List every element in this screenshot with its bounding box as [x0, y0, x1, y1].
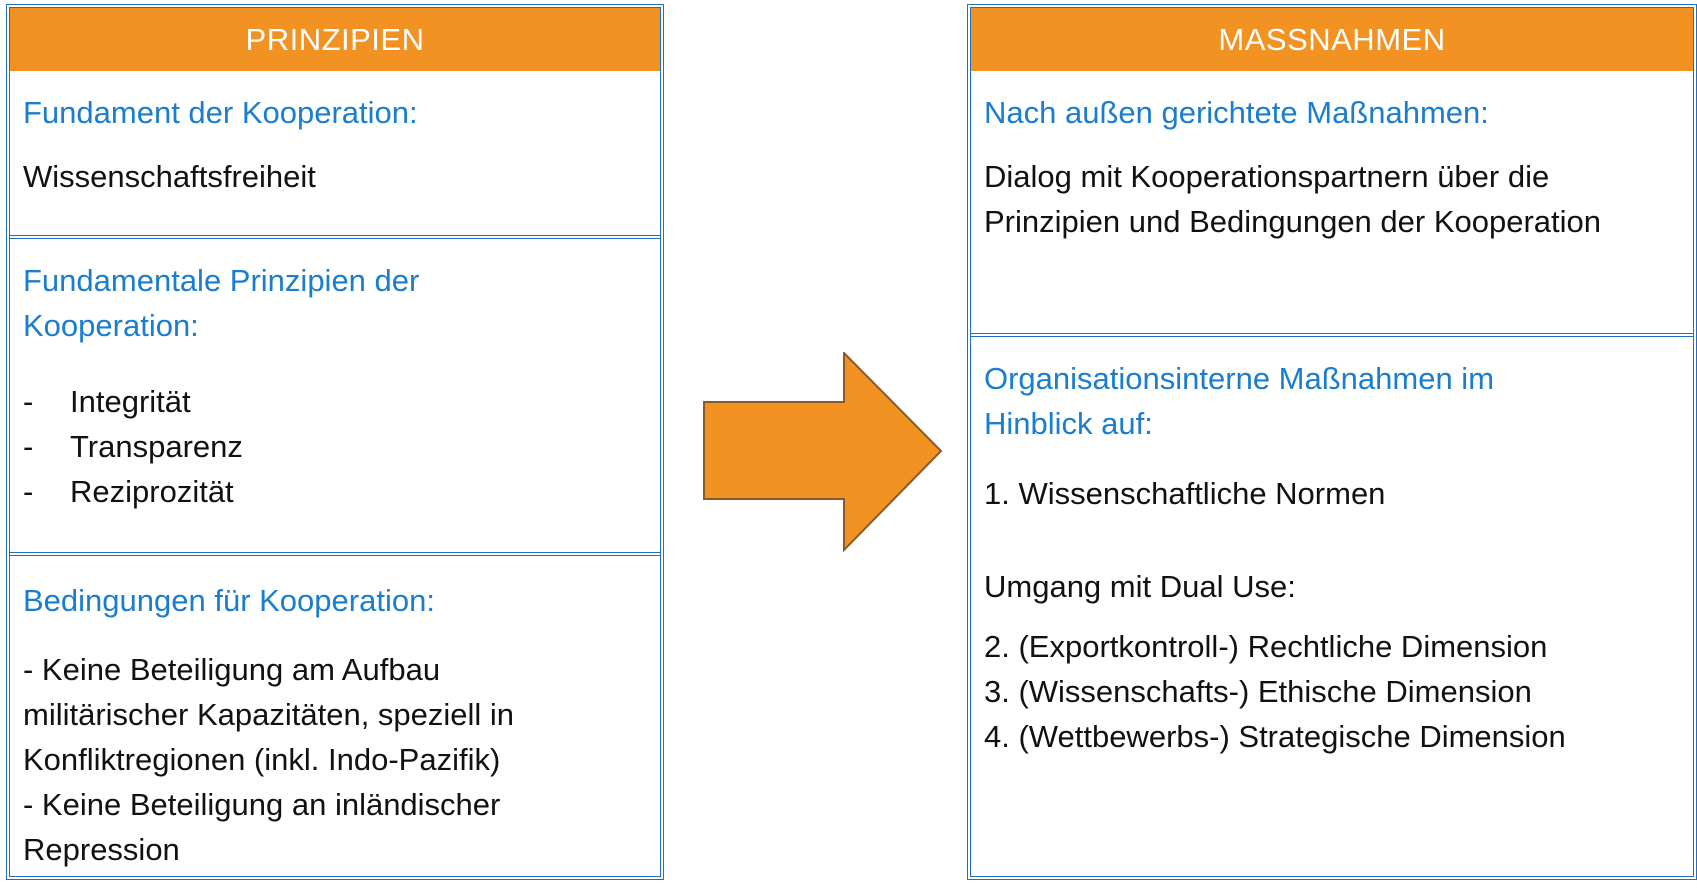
list-item: 4. (Wettbewerbs-) Strategische Dimension: [984, 719, 1566, 754]
foundation-body-line: Wissenschaftsfreiheit: [23, 159, 316, 194]
conditions-line-1: - Keine Beteiligung am Aufbau: [23, 652, 441, 687]
external-measures-title-line: Nach außen gerichtete Maßnahmen:: [984, 95, 1489, 130]
foundation-body: Wissenschaftsfreiheit: [23, 154, 316, 199]
dual-use-list: 2. (Exportkontroll-) Rechtliche Dimensio…: [984, 624, 1566, 759]
fundamental-principles-title-line-2: Kooperation:: [23, 308, 199, 343]
bullet-text: Reziprozität: [70, 474, 234, 509]
external-measures-line-1: Dialog mit Kooperationspartnern über die: [984, 159, 1550, 194]
internal-measures-title: Organisationsinterne Maßnahmen im Hinbli…: [984, 356, 1494, 446]
conditions-title: Bedingungen für Kooperation:: [23, 578, 435, 623]
bullet-dash: -: [23, 474, 34, 509]
foundation-title: Fundament der Kooperation:: [23, 90, 418, 135]
dual-use-subheading: Umgang mit Dual Use:: [984, 564, 1296, 609]
measures-panel: MASSNAHMEN Nach außen gerichtete Maßnahm…: [967, 4, 1697, 880]
section-divider: [971, 333, 1693, 337]
list-item: 3. (Wissenschafts-) Ethische Dimension: [984, 674, 1532, 709]
principles-list: - Integrität - Transparenz - Reziprozitä…: [23, 379, 243, 514]
external-measures-body: Dialog mit Kooperationspartnern über die…: [984, 154, 1601, 244]
internal-measures-title-line-1: Organisationsinterne Maßnahmen im: [984, 361, 1495, 396]
measures-header: MASSNAHMEN: [971, 8, 1693, 71]
list-item: - Transparenz: [23, 424, 243, 469]
bullet-dash: -: [23, 429, 34, 464]
list-item: 2. (Exportkontroll-) Rechtliche Dimensio…: [984, 629, 1548, 664]
fundamental-principles-title: Fundamentale Prinzipien der Kooperation:: [23, 258, 419, 348]
section-divider: [10, 552, 660, 556]
conditions-line-4: - Keine Beteiligung an inländischer: [23, 787, 501, 822]
principles-panel: PRINZIPIEN Fundament der Kooperation: Wi…: [6, 4, 664, 880]
foundation-title-line: Fundament der Kooperation:: [23, 95, 418, 130]
list-item: - Reziprozität: [23, 469, 243, 514]
conditions-line-5: Repression: [23, 832, 180, 867]
arrow-shape: [703, 352, 943, 552]
section-divider: [10, 235, 660, 239]
list-item: 1. Wissenschaftliche Normen: [984, 476, 1386, 511]
external-measures-line-2: Prinzipien und Bedingungen der Kooperati…: [984, 204, 1602, 239]
external-measures-title: Nach außen gerichtete Maßnahmen:: [984, 90, 1489, 135]
principles-header: PRINZIPIEN: [10, 8, 660, 71]
fundamental-principles-title-line-1: Fundamentale Prinzipien der: [23, 263, 420, 298]
conditions-line-2: militärischer Kapazitäten, speziell in: [23, 697, 515, 732]
list-item: - Integrität: [23, 379, 243, 424]
conditions-body: - Keine Beteiligung am Aufbau militärisc…: [23, 647, 514, 872]
internal-measures-title-line-2: Hinblick auf:: [984, 406, 1153, 441]
scientific-norms-item: 1. Wissenschaftliche Normen: [984, 471, 1385, 516]
right-arrow-icon: [703, 352, 943, 552]
dual-use-subheading-text: Umgang mit Dual Use:: [984, 569, 1296, 604]
conditions-title-line: Bedingungen für Kooperation:: [23, 583, 435, 618]
bullet-dash: -: [23, 384, 34, 419]
bullet-text: Transparenz: [70, 429, 243, 464]
conditions-line-3: Konfliktregionen (inkl. Indo-Pazifik): [23, 742, 501, 777]
bullet-text: Integrität: [70, 384, 191, 419]
